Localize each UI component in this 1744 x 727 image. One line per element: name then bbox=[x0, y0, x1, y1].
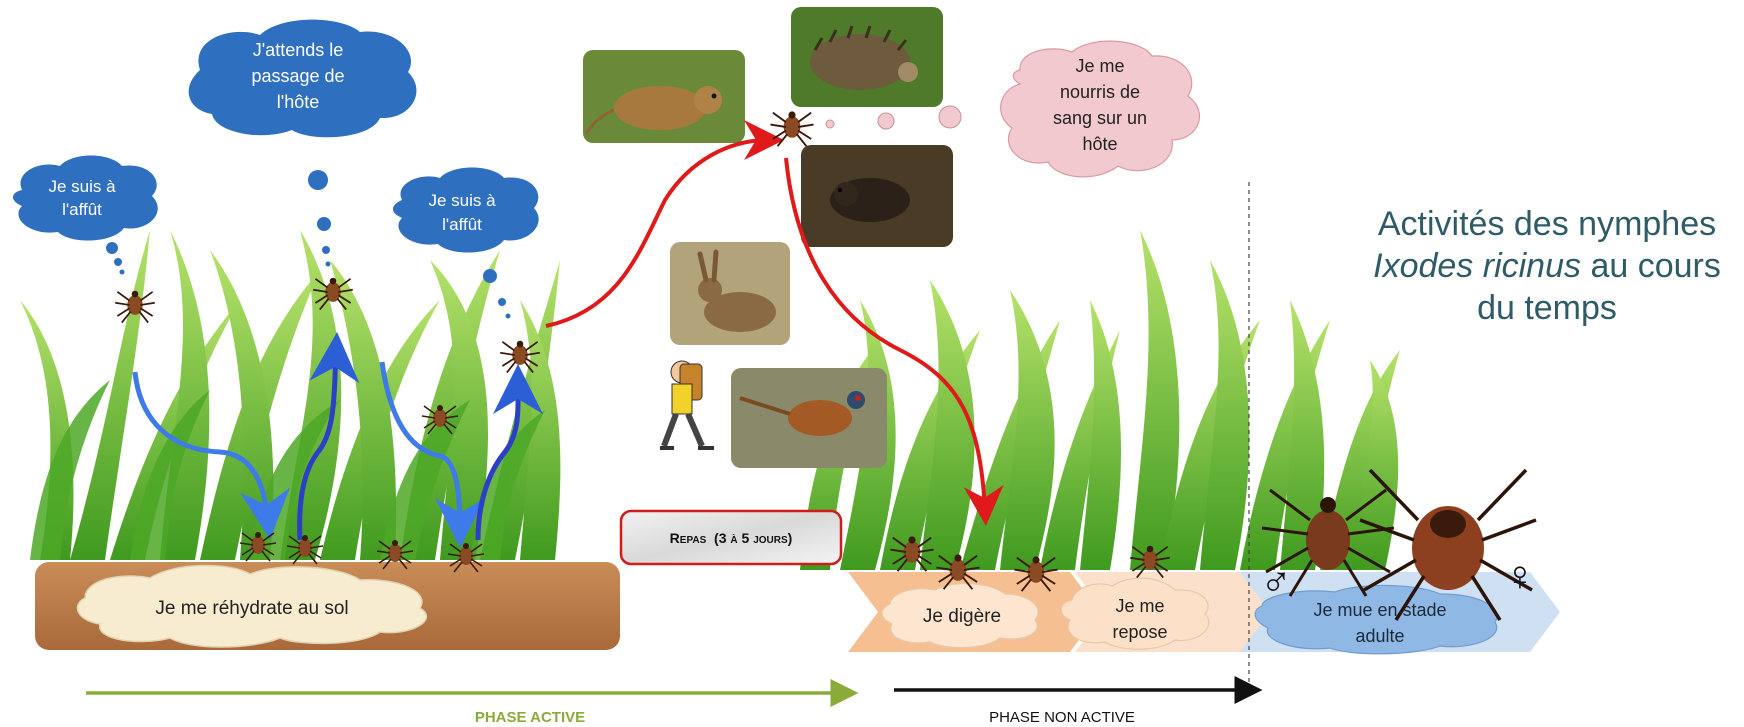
grass-right bbox=[1130, 230, 1400, 570]
active-phase-label: PHASE ACTIVE bbox=[475, 709, 585, 726]
female-symbol: ♀ bbox=[1504, 552, 1536, 599]
affut-right-line1: Je suis à bbox=[428, 191, 496, 210]
pheasant-photo bbox=[731, 368, 887, 468]
vole-photo bbox=[801, 145, 953, 247]
species-name: Ixodes ricinus bbox=[1373, 247, 1581, 285]
rest-label-line1: Je me bbox=[1115, 596, 1164, 616]
mouse-photo bbox=[583, 50, 745, 143]
attends-line3: l'hôte bbox=[277, 92, 319, 112]
repas-label: REPAS (3 À 5 JOURS) bbox=[670, 530, 793, 546]
molt-label-line1: Je mue en stade bbox=[1313, 600, 1446, 620]
blue-arrow-down-2 bbox=[379, 361, 485, 548]
title-line2: Ixodes ricinus au cours bbox=[1350, 245, 1744, 287]
nourris-line3: sang sur un bbox=[1053, 108, 1147, 128]
title-line2-rest: au cours bbox=[1581, 247, 1721, 285]
molt-bubble: Je mue en stade adulte bbox=[1254, 584, 1498, 655]
nourris-bubble: Je me nourris de sang sur un hôte bbox=[825, 40, 1200, 178]
attends-bubble: J'attends le passage de l'hôte bbox=[188, 19, 417, 267]
affut-left-line1: Je suis à bbox=[48, 177, 116, 196]
adult-male-tick bbox=[1261, 488, 1395, 597]
rehydrate-label: Je me réhydrate au sol bbox=[155, 598, 348, 619]
affut-right-line2: l'affût bbox=[442, 215, 482, 234]
molt-label-line2: adulte bbox=[1355, 626, 1404, 646]
hiker-drawing bbox=[660, 360, 714, 450]
affut-bubble-left: Je suis à l'affût bbox=[12, 155, 158, 275]
repas-box: REPAS (3 À 5 JOURS) bbox=[619, 509, 843, 566]
red-arrow-to-ground bbox=[784, 157, 1004, 526]
red-arrow-to-host bbox=[545, 120, 784, 328]
title-line1: Activités des nymphes bbox=[1377, 205, 1717, 243]
attends-line2: passage de bbox=[251, 66, 344, 86]
affut-bubble-right: Je suis à l'affût bbox=[392, 167, 539, 319]
tick-icon bbox=[769, 110, 815, 148]
rest-bubble: Je me repose bbox=[1060, 577, 1210, 650]
title-line3: du temps bbox=[1477, 289, 1617, 327]
blue-arrow-up-2 bbox=[475, 364, 544, 541]
non-active-phase-label: PHASE NON ACTIVE bbox=[989, 709, 1135, 726]
nourris-line1: Je me bbox=[1075, 56, 1124, 76]
affut-left-line2: l'affût bbox=[62, 200, 102, 219]
attends-line1: J'attends le bbox=[253, 40, 344, 60]
adult-female-tick bbox=[1359, 468, 1537, 621]
digest-label: Je digère bbox=[923, 606, 1001, 627]
rest-label-line2: repose bbox=[1112, 622, 1167, 642]
diagram-title: Activités des nymphes Ixodes ricinus au … bbox=[1350, 203, 1744, 329]
hedgehog-photo bbox=[791, 7, 943, 107]
male-symbol: ♂ bbox=[1260, 558, 1292, 605]
nourris-line2: nourris de bbox=[1060, 82, 1140, 102]
nourris-line4: hôte bbox=[1082, 134, 1117, 154]
digest-bubble: Je digère bbox=[881, 583, 1039, 649]
blue-arrow-down-1 bbox=[132, 371, 290, 540]
blue-arrow-up-1 bbox=[297, 332, 360, 541]
rehydrate-bubble: Je me réhydrate au sol bbox=[76, 564, 428, 648]
hare-photo bbox=[670, 242, 790, 345]
